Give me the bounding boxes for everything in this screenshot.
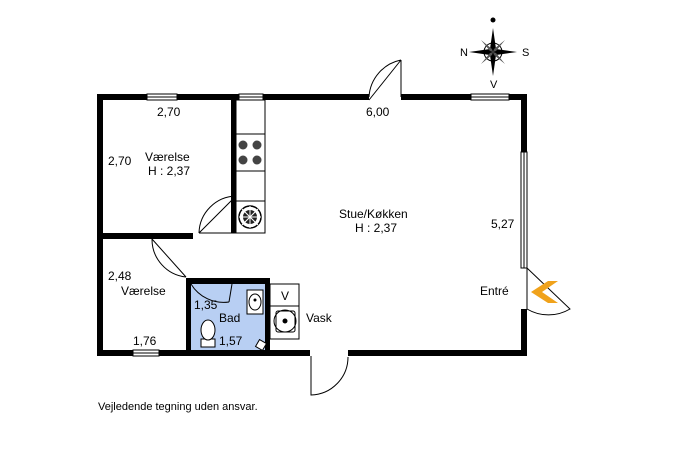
dim-stue-width: 6,00 <box>366 105 390 119</box>
room-name-vaerelse-bottom: Værelse <box>121 284 166 298</box>
dim-top-bedroom-depth: 2,70 <box>108 154 132 168</box>
stove-icon <box>238 140 262 165</box>
compass-north: N <box>460 47 468 59</box>
bath-sink-icon <box>246 289 264 315</box>
disclaimer-text: Vejledende tegning uden ansvar. <box>98 401 258 413</box>
kitchen-counter <box>235 99 266 234</box>
room-name-vask: Vask <box>306 311 333 325</box>
door-entrance <box>526 267 571 316</box>
door-bottom-exterior <box>310 356 349 396</box>
dim-bottom-bedroom-width: 1,76 <box>133 334 157 348</box>
interior-walls <box>103 100 270 356</box>
compass-rose-icon <box>469 17 517 76</box>
toilet-icon <box>200 319 216 348</box>
room-name-stue: Stue/Køkken <box>339 207 408 221</box>
compass-south: S <box>522 47 529 59</box>
dim-top-bedroom-width: 2,70 <box>157 105 181 119</box>
dim-bath-depth: 1,35 <box>194 298 218 312</box>
entrance-arrow-icon <box>531 281 558 303</box>
room-name-vaerelse-top: Værelse <box>145 150 190 164</box>
door-swings <box>151 59 571 396</box>
room-name-entre: Entré <box>480 284 509 298</box>
door-bedroom-bottom <box>151 238 187 278</box>
door-top-exterior <box>368 59 402 101</box>
fan-icon <box>238 205 262 229</box>
room-name-bad: Bad <box>219 311 240 325</box>
door-bath <box>190 283 230 303</box>
bath-heater-icon <box>254 338 268 352</box>
dim-bath-width: 1,57 <box>219 334 243 348</box>
room-height-vaerelse-top: H : 2,37 <box>148 164 190 178</box>
dim-stue-depth: 5,27 <box>491 217 515 231</box>
room-height-stue: H : 2,37 <box>355 221 397 235</box>
laundry-mark: V <box>281 289 289 303</box>
dim-bottom-bedroom-depth: 2,48 <box>108 269 132 283</box>
compass-west: V <box>490 79 498 91</box>
laundry-washbasin-icon <box>273 309 297 333</box>
door-bedroom-top <box>198 195 237 234</box>
